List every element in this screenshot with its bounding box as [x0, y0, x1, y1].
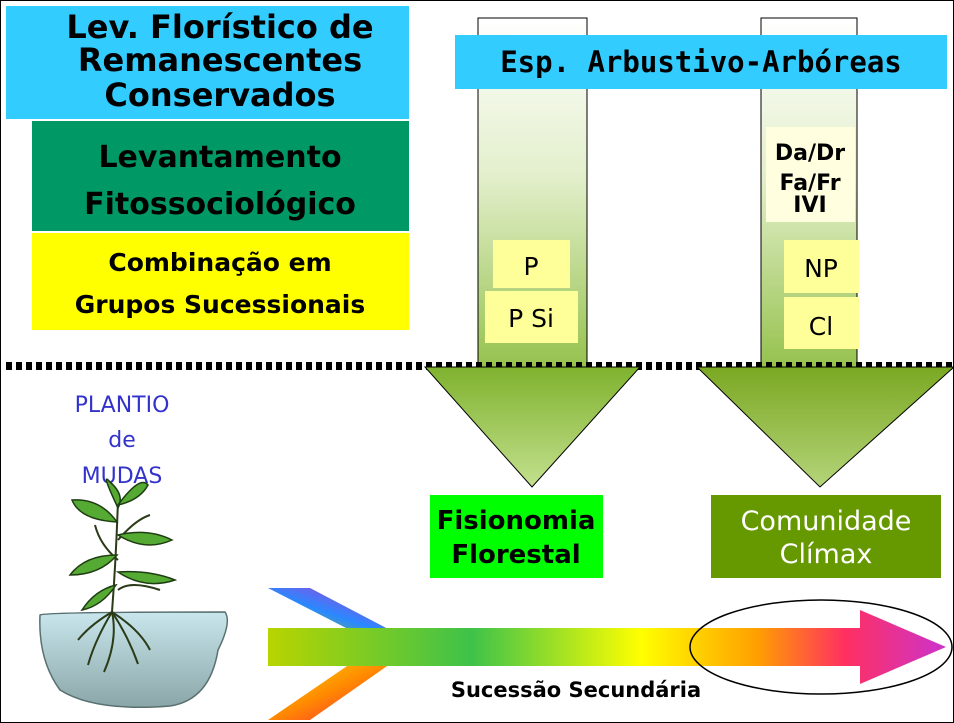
- psi-label-box: [485, 291, 578, 343]
- species-header: Esp. Arbustivo-Arbóreas: [500, 45, 902, 79]
- plantio-line-3: MUDAS: [82, 464, 163, 489]
- levantamento-box: [32, 121, 409, 231]
- left-arrow-head: [423, 366, 642, 488]
- comunidade-box: [711, 495, 941, 578]
- combinacao-box: [32, 233, 409, 330]
- right-arrow-head: [695, 366, 954, 488]
- title-line-2: Remanescentes: [78, 41, 362, 79]
- cl-label: Cl: [809, 312, 833, 341]
- psi-label: P Si: [508, 304, 554, 333]
- succession-upper-branch: [268, 588, 390, 630]
- fisionomia-line-2: Florestal: [451, 540, 580, 570]
- species-header-box: [455, 35, 947, 89]
- title-line-3: Conservados: [104, 76, 335, 114]
- np-label: NP: [804, 254, 838, 283]
- param-line-2: Fa/Fr: [779, 171, 840, 196]
- fisionomia-line-1: Fisionomia: [437, 506, 596, 536]
- combinacao-line-1: Combinação em: [108, 248, 331, 277]
- fisionomia-box: [430, 495, 603, 578]
- p-label: P: [523, 252, 538, 281]
- succession-label: Sucessão Secundária: [451, 678, 701, 702]
- parameter-box: [766, 127, 855, 222]
- pot: [39, 611, 229, 709]
- np-label-box: [784, 240, 859, 293]
- climax-highlight-ellipse: [689, 599, 953, 695]
- title-line-1: Lev. Florístico de: [66, 8, 373, 46]
- succession-lower-branch: [268, 664, 390, 720]
- plantio-line-1: PLANTIO: [75, 393, 170, 418]
- param-line-3: IVI: [793, 193, 826, 218]
- comunidade-line-1: Comunidade: [741, 506, 912, 537]
- levantamento-line-1: Levantamento: [98, 140, 341, 175]
- plantio-line-2: de: [108, 428, 136, 453]
- cl-label-box: [784, 297, 859, 349]
- param-line-1: Da/Dr: [775, 141, 845, 166]
- levantamento-line-2: Fitossociológico: [84, 187, 356, 222]
- succession-arrow: [268, 588, 946, 720]
- seedling-illustration: [39, 478, 229, 709]
- comunidade-line-2: Clímax: [780, 539, 873, 570]
- succession-main-arrow: [268, 610, 946, 684]
- combinacao-line-2: Grupos Sucessionais: [75, 290, 366, 319]
- title-box: [6, 6, 409, 119]
- p-label-box: [493, 240, 570, 288]
